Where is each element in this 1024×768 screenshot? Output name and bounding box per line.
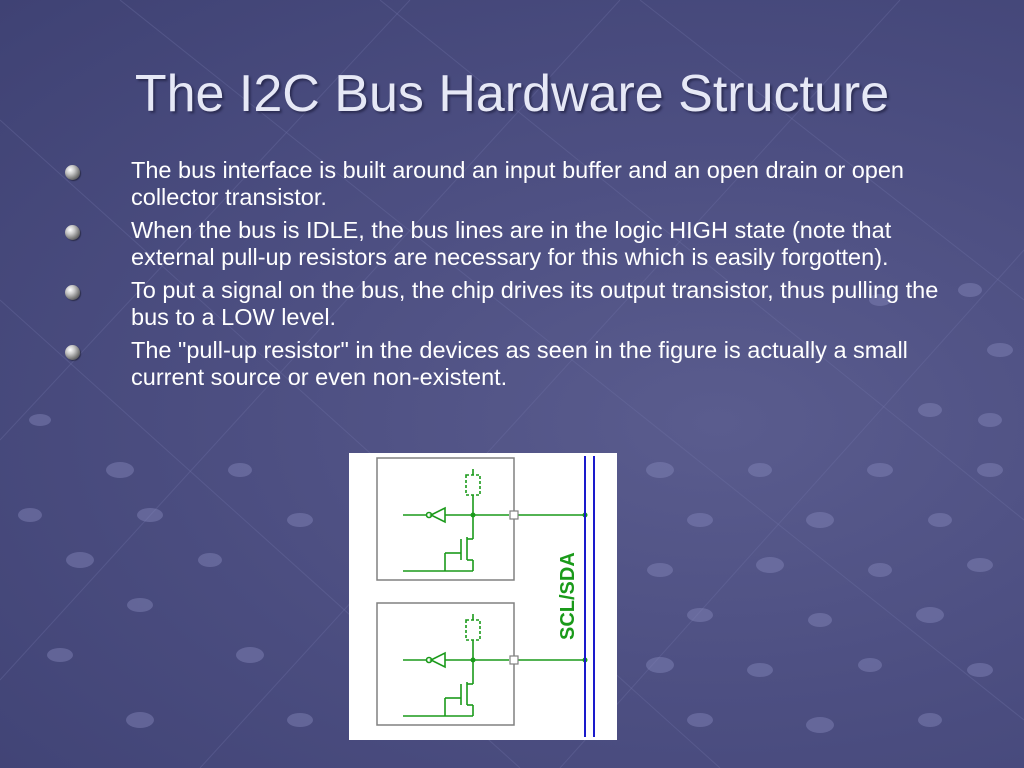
i2c-circuit-svg: SCL/SDA <box>376 456 595 737</box>
bullet-text: The bus interface is built around an inp… <box>131 157 904 210</box>
bullet-sphere-icon <box>65 345 80 360</box>
bus-label: SCL/SDA <box>557 552 579 640</box>
bullet-item: To put a signal on the bus, the chip dri… <box>60 277 970 331</box>
device-1 <box>376 457 588 581</box>
bullet-list: The bus interface is built around an inp… <box>60 157 970 397</box>
bullet-text: The "pull-up resistor" in the devices as… <box>131 337 908 390</box>
bullet-text: To put a signal on the bus, the chip dri… <box>131 277 939 330</box>
bullet-text: When the bus is IDLE, the bus lines are … <box>131 217 892 270</box>
bullet-sphere-icon <box>65 225 80 240</box>
bullet-item: When the bus is IDLE, the bus lines are … <box>60 217 970 271</box>
device-2 <box>376 602 588 726</box>
bullet-sphere-icon <box>65 285 80 300</box>
i2c-bus-diagram: SCL/SDA <box>349 453 617 740</box>
device-2-pin <box>509 655 519 665</box>
bullet-item: The bus interface is built around an inp… <box>60 157 970 211</box>
bus-lines <box>584 456 595 737</box>
slide-title: The I2C Bus Hardware Structure <box>134 65 890 123</box>
device-1-pin <box>509 510 519 520</box>
bullet-sphere-icon <box>65 165 80 180</box>
bullet-item: The "pull-up resistor" in the devices as… <box>60 337 970 391</box>
